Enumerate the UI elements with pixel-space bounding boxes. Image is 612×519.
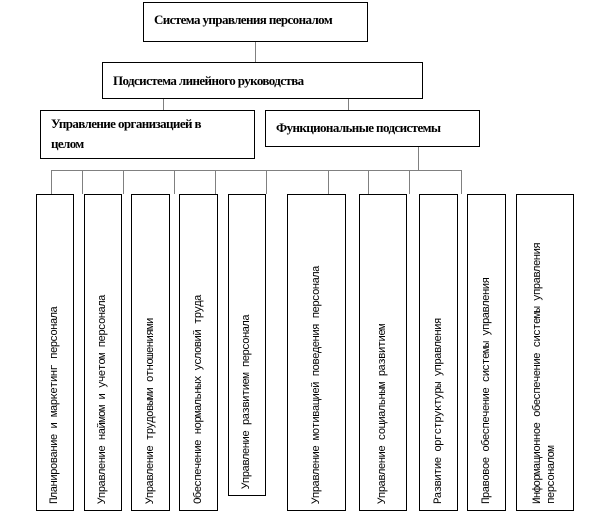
org-management-node: Управление организацией в целом [40, 110, 255, 159]
subsystem-node: Правовое обеспечение системы управления [467, 194, 506, 511]
subsystem-node: Управление мотивацией поведения персонал… [287, 194, 346, 511]
subsystem-label: Управление наймом и учетом персонала [97, 295, 109, 504]
linear-management-node: Подсистема линейного руководства [102, 62, 423, 99]
connector [123, 171, 124, 194]
linear-management-label: Подсистема линейного руководства [113, 73, 304, 88]
subsystem-node: Управление социальным развитием [359, 194, 407, 511]
subsystem-label: Управление трудовыми отношениями [144, 318, 157, 504]
connector [418, 147, 419, 171]
connector [266, 171, 267, 194]
subsystem-node: Управление трудовыми отношениями [131, 194, 170, 511]
subsystem-node: Информационное обеспечение системы управ… [516, 194, 574, 511]
functional-subsystems-node: Функциональные подсистемы [265, 110, 480, 147]
subsystem-label: Управление социальным развитием [377, 324, 389, 504]
subsystem-label: Информационное обеспечение системы управ… [532, 242, 558, 504]
subsystem-label: Управление мотивацией поведения персонал… [310, 266, 323, 504]
subsystem-label: Планирование и маркетинг персонала [49, 306, 61, 504]
connector [368, 171, 369, 194]
org-management-label: Управление организацией в целом [51, 116, 202, 151]
subsystem-node: Планирование и маркетинг персонала [36, 194, 74, 511]
connector [461, 171, 462, 194]
connector [174, 171, 175, 194]
subsystem-node: Управление развитием персонала [228, 194, 266, 496]
subsystem-label: Правовое обеспечение системы управления [480, 277, 493, 504]
connector [215, 171, 216, 194]
subsystem-label: Обеспечение нормальных условий труда [192, 295, 205, 504]
connector [409, 171, 410, 194]
subsystem-node: Управление наймом и учетом персонала [84, 194, 122, 511]
subsystem-label: Развитие оргструктуры управления [432, 318, 445, 504]
subsystem-label: Управление развитием персонала [241, 314, 253, 489]
bus-line [51, 170, 462, 171]
connector [163, 99, 164, 110]
subsystem-node: Обеспечение нормальных условий труда [179, 194, 218, 511]
connector [82, 171, 83, 194]
connector [255, 42, 256, 62]
functional-subsystems-label: Функциональные подсистемы [276, 120, 441, 135]
connector [51, 171, 52, 194]
subsystem-node: Развитие оргструктуры управления [419, 194, 458, 511]
connector [328, 171, 329, 194]
connector [348, 99, 349, 110]
root-label: Система управления персоналом [154, 12, 333, 27]
root-node: Система управления персоналом [143, 2, 368, 42]
